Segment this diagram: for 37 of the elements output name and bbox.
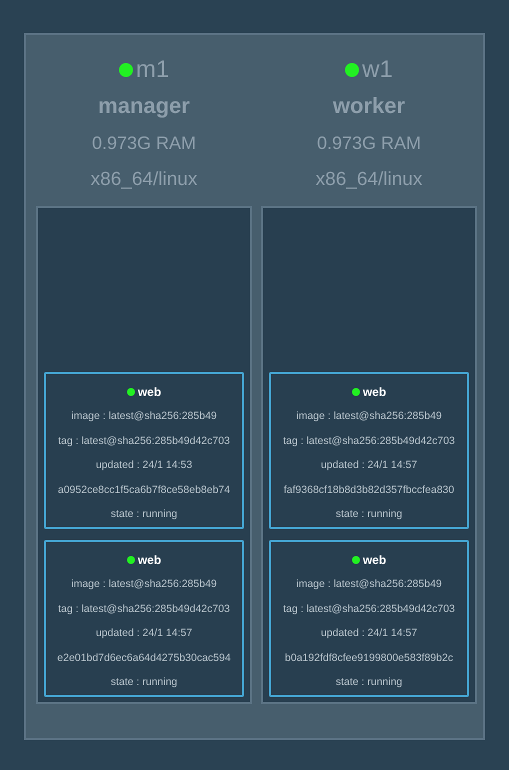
service-name: web <box>138 385 162 399</box>
image-label: image : latest@sha256:285b49 <box>296 578 442 590</box>
tag-label: tag : latest@sha256:285b49d42c703 <box>58 434 230 447</box>
image-label: image : latest@sha256:285b49 <box>71 578 217 590</box>
service-name: web <box>362 385 386 399</box>
state-label: state : running <box>110 676 178 688</box>
task-card <box>269 372 469 529</box>
task-id: e2e01bd7d6ec6a64d4275b30cac594 <box>57 652 231 664</box>
platform-label: x86_64/linux <box>90 168 198 192</box>
node-role: manager <box>98 92 190 120</box>
state-label: state : running <box>336 676 402 688</box>
task-id: a0952ce8cc1f5ca6b7f8ce58eb8eb74 <box>58 484 230 496</box>
image-label: image : latest@sha256:285b49 <box>296 410 442 422</box>
platform-label: x86_64/linux <box>316 168 422 192</box>
node-name: w1 <box>362 55 393 85</box>
memory-label: 0.973G RAM <box>92 132 196 155</box>
node-name: m1 <box>136 55 170 85</box>
tag-label: tag : latest@sha256:285b49d42c703 <box>283 602 455 615</box>
task-card <box>269 540 469 697</box>
state-label: state : running <box>110 508 178 520</box>
node-role: worker <box>332 92 406 120</box>
state-label: state : running <box>336 508 402 520</box>
cluster-panel <box>24 33 485 740</box>
updated-label: updated : 24/1 14:53 <box>96 459 192 472</box>
service-name: web <box>362 553 386 567</box>
tag-label: tag : latest@sha256:285b49d42c703 <box>283 434 455 447</box>
memory-label: 0.973G RAM <box>316 132 422 155</box>
task-card <box>44 372 244 529</box>
task-id: faf9368cf18b8d3b82d357fbccfea830 <box>284 484 454 496</box>
tag-label: tag : latest@sha256:285b49d42c703 <box>58 602 230 615</box>
image-label: image : latest@sha256:285b49 <box>71 410 217 422</box>
updated-label: updated : 24/1 14:57 <box>320 627 418 640</box>
task-id: b0a192fdf8cfee9199800e583f89b2c <box>284 652 454 664</box>
service-name: web <box>138 553 162 567</box>
updated-label: updated : 24/1 14:57 <box>96 627 192 640</box>
updated-label: updated : 24/1 14:57 <box>320 459 418 472</box>
task-card <box>44 540 244 697</box>
